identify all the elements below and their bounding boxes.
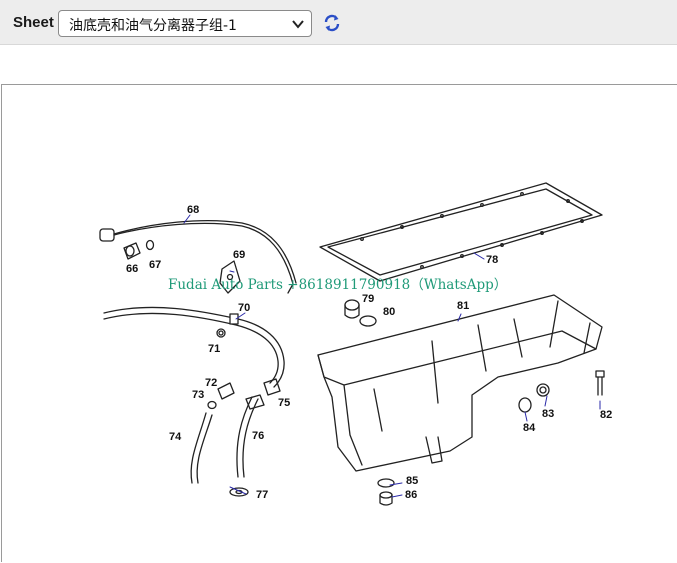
callout-77: 77: [256, 489, 268, 501]
part-80-ring: [359, 315, 377, 327]
callout-68: 68: [187, 204, 199, 216]
callout-78: 78: [486, 254, 498, 266]
callout-72: 72: [205, 377, 217, 389]
gasket-holes: [360, 192, 584, 269]
callout-75: 75: [278, 397, 290, 409]
watermark-text: Fudai Auto Parts +8618911790918（WhatsApp…: [168, 277, 507, 293]
part-83-plug: [536, 383, 550, 397]
callout-86: 86: [405, 489, 417, 501]
callout-79: 79: [362, 293, 374, 305]
part-70-hose: [103, 306, 285, 388]
part-79-cap: [344, 299, 360, 319]
sheet-toolbar: Sheet 油底壳和油气分离器子组-1: [0, 0, 677, 45]
part-68-sensor-cable: [99, 219, 297, 294]
callout-70: 70: [238, 302, 250, 314]
part-74-guide-tube: [190, 412, 213, 484]
sheet-select[interactable]: 油底壳和油气分离器子组-1: [58, 10, 312, 37]
part-82-bolt: [595, 370, 605, 396]
callout-71: 71: [208, 343, 220, 355]
callout-labels: 68 66 67 69 70 71 72 73 75 74 76 77 78 7…: [126, 204, 612, 501]
callout-76: 76: [252, 430, 264, 442]
callout-73: 73: [192, 389, 204, 401]
callout-83: 83: [542, 408, 554, 420]
sheet-label: Sheet: [13, 14, 54, 31]
part-81-oil-pan: [317, 294, 603, 472]
callout-80: 80: [383, 306, 395, 318]
refresh-icon[interactable]: [322, 13, 342, 33]
callout-74: 74: [169, 431, 182, 443]
part-84-seal-ring: [518, 397, 532, 413]
part-66-plug: [123, 242, 141, 260]
part-69-bracket: [219, 260, 241, 294]
parts-diagram-canvas: Fudai Auto Parts +8618911790918（WhatsApp…: [1, 84, 677, 562]
part-67-washer: [145, 239, 155, 251]
callout-84: 84: [523, 422, 536, 434]
callout-69: 69: [233, 249, 245, 261]
part-72-73-fitting: [207, 382, 235, 410]
callout-82: 82: [600, 409, 612, 421]
part-76-tube: [236, 394, 265, 478]
callout-85: 85: [406, 475, 418, 487]
part-77-seal: [229, 487, 249, 497]
part-75-clamp: [263, 378, 281, 396]
part-78-gasket: [319, 182, 603, 282]
parts-diagram: Fudai Auto Parts +8618911790918（WhatsApp…: [99, 182, 612, 506]
callout-81: 81: [457, 300, 469, 312]
leader-lines: [183, 214, 601, 498]
chevron-down-icon: [292, 20, 304, 29]
part-71-grommet: [216, 328, 226, 338]
part-86-drain-plug: [379, 491, 393, 506]
callout-67: 67: [149, 259, 161, 271]
part-85-o-ring: [377, 478, 395, 488]
sheet-select-value: 油底壳和油气分离器子组-1: [69, 18, 237, 34]
callout-66: 66: [126, 263, 138, 275]
